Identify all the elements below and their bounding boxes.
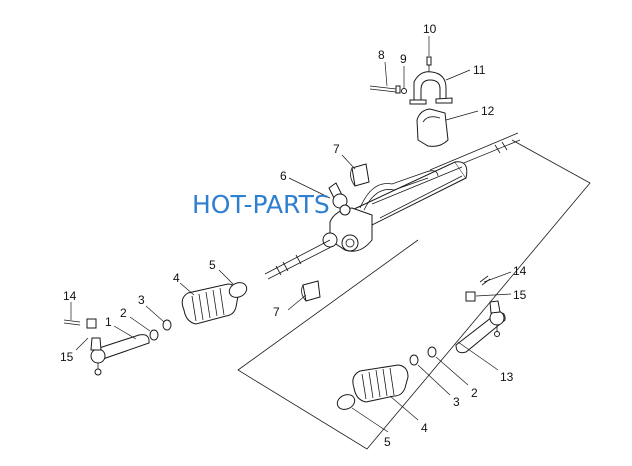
callout-3-right: 3 (453, 395, 460, 409)
callout-14-right: 14 (513, 264, 527, 278)
tie-rod-end-right (455, 300, 506, 354)
clamp-ring-left-upper (228, 282, 248, 298)
callout-4-right: 4 (421, 421, 428, 435)
callout-7-upper: 7 (333, 142, 340, 156)
callout-7-lower: 7 (273, 305, 280, 319)
cotter-pin-left (63, 319, 81, 326)
callout-numbers: 1 2 3 4 5 6 7 7 8 9 10 11 12 13 14 15 14… (60, 22, 527, 449)
tie-rod-end-left (90, 334, 150, 376)
clamp-bracket (409, 71, 453, 105)
mount-bushing-lower (301, 280, 321, 302)
callout-8: 8 (378, 48, 385, 62)
boot-left-upper (181, 283, 239, 325)
pinion-valve (328, 182, 351, 216)
boot-right-lower (352, 364, 409, 403)
clamp-bushing (416, 108, 449, 147)
callout-12: 12 (481, 104, 495, 118)
callout-4-left: 4 (173, 271, 180, 285)
callout-5-right: 5 (384, 435, 391, 449)
callout-2-left: 2 (120, 306, 127, 320)
leader-lines (70, 36, 512, 433)
watermark-text: HOT-PARTS (192, 190, 330, 219)
washer (401, 88, 407, 94)
callout-10: 10 (423, 22, 437, 36)
callout-3-left: 3 (138, 293, 145, 307)
jam-nut-left-upper (149, 329, 159, 341)
callout-1-left: 1 (105, 315, 112, 329)
castle-nut-right (465, 291, 476, 302)
callout-6: 6 (280, 169, 287, 183)
rack-housing (264, 132, 521, 280)
jam-nut-right-lower (427, 346, 437, 358)
callout-2-right: 2 (471, 386, 478, 400)
lock-nut-right-lower (409, 354, 419, 366)
clamp-ring-right-lower (336, 394, 356, 410)
callout-14-left: 14 (63, 289, 77, 303)
callout-9: 9 (400, 52, 407, 66)
castle-nut-left (86, 318, 97, 329)
clamp-bolt (369, 85, 401, 94)
lock-nut-left-upper (162, 319, 172, 331)
callout-15-left: 15 (60, 350, 74, 364)
callout-15-right: 15 (513, 288, 527, 302)
assembly-frame (237, 139, 591, 450)
callout-11: 11 (473, 63, 486, 77)
callout-5-left: 5 (209, 258, 216, 272)
callout-13: 13 (500, 370, 514, 384)
mount-bushing-upper (350, 163, 370, 187)
